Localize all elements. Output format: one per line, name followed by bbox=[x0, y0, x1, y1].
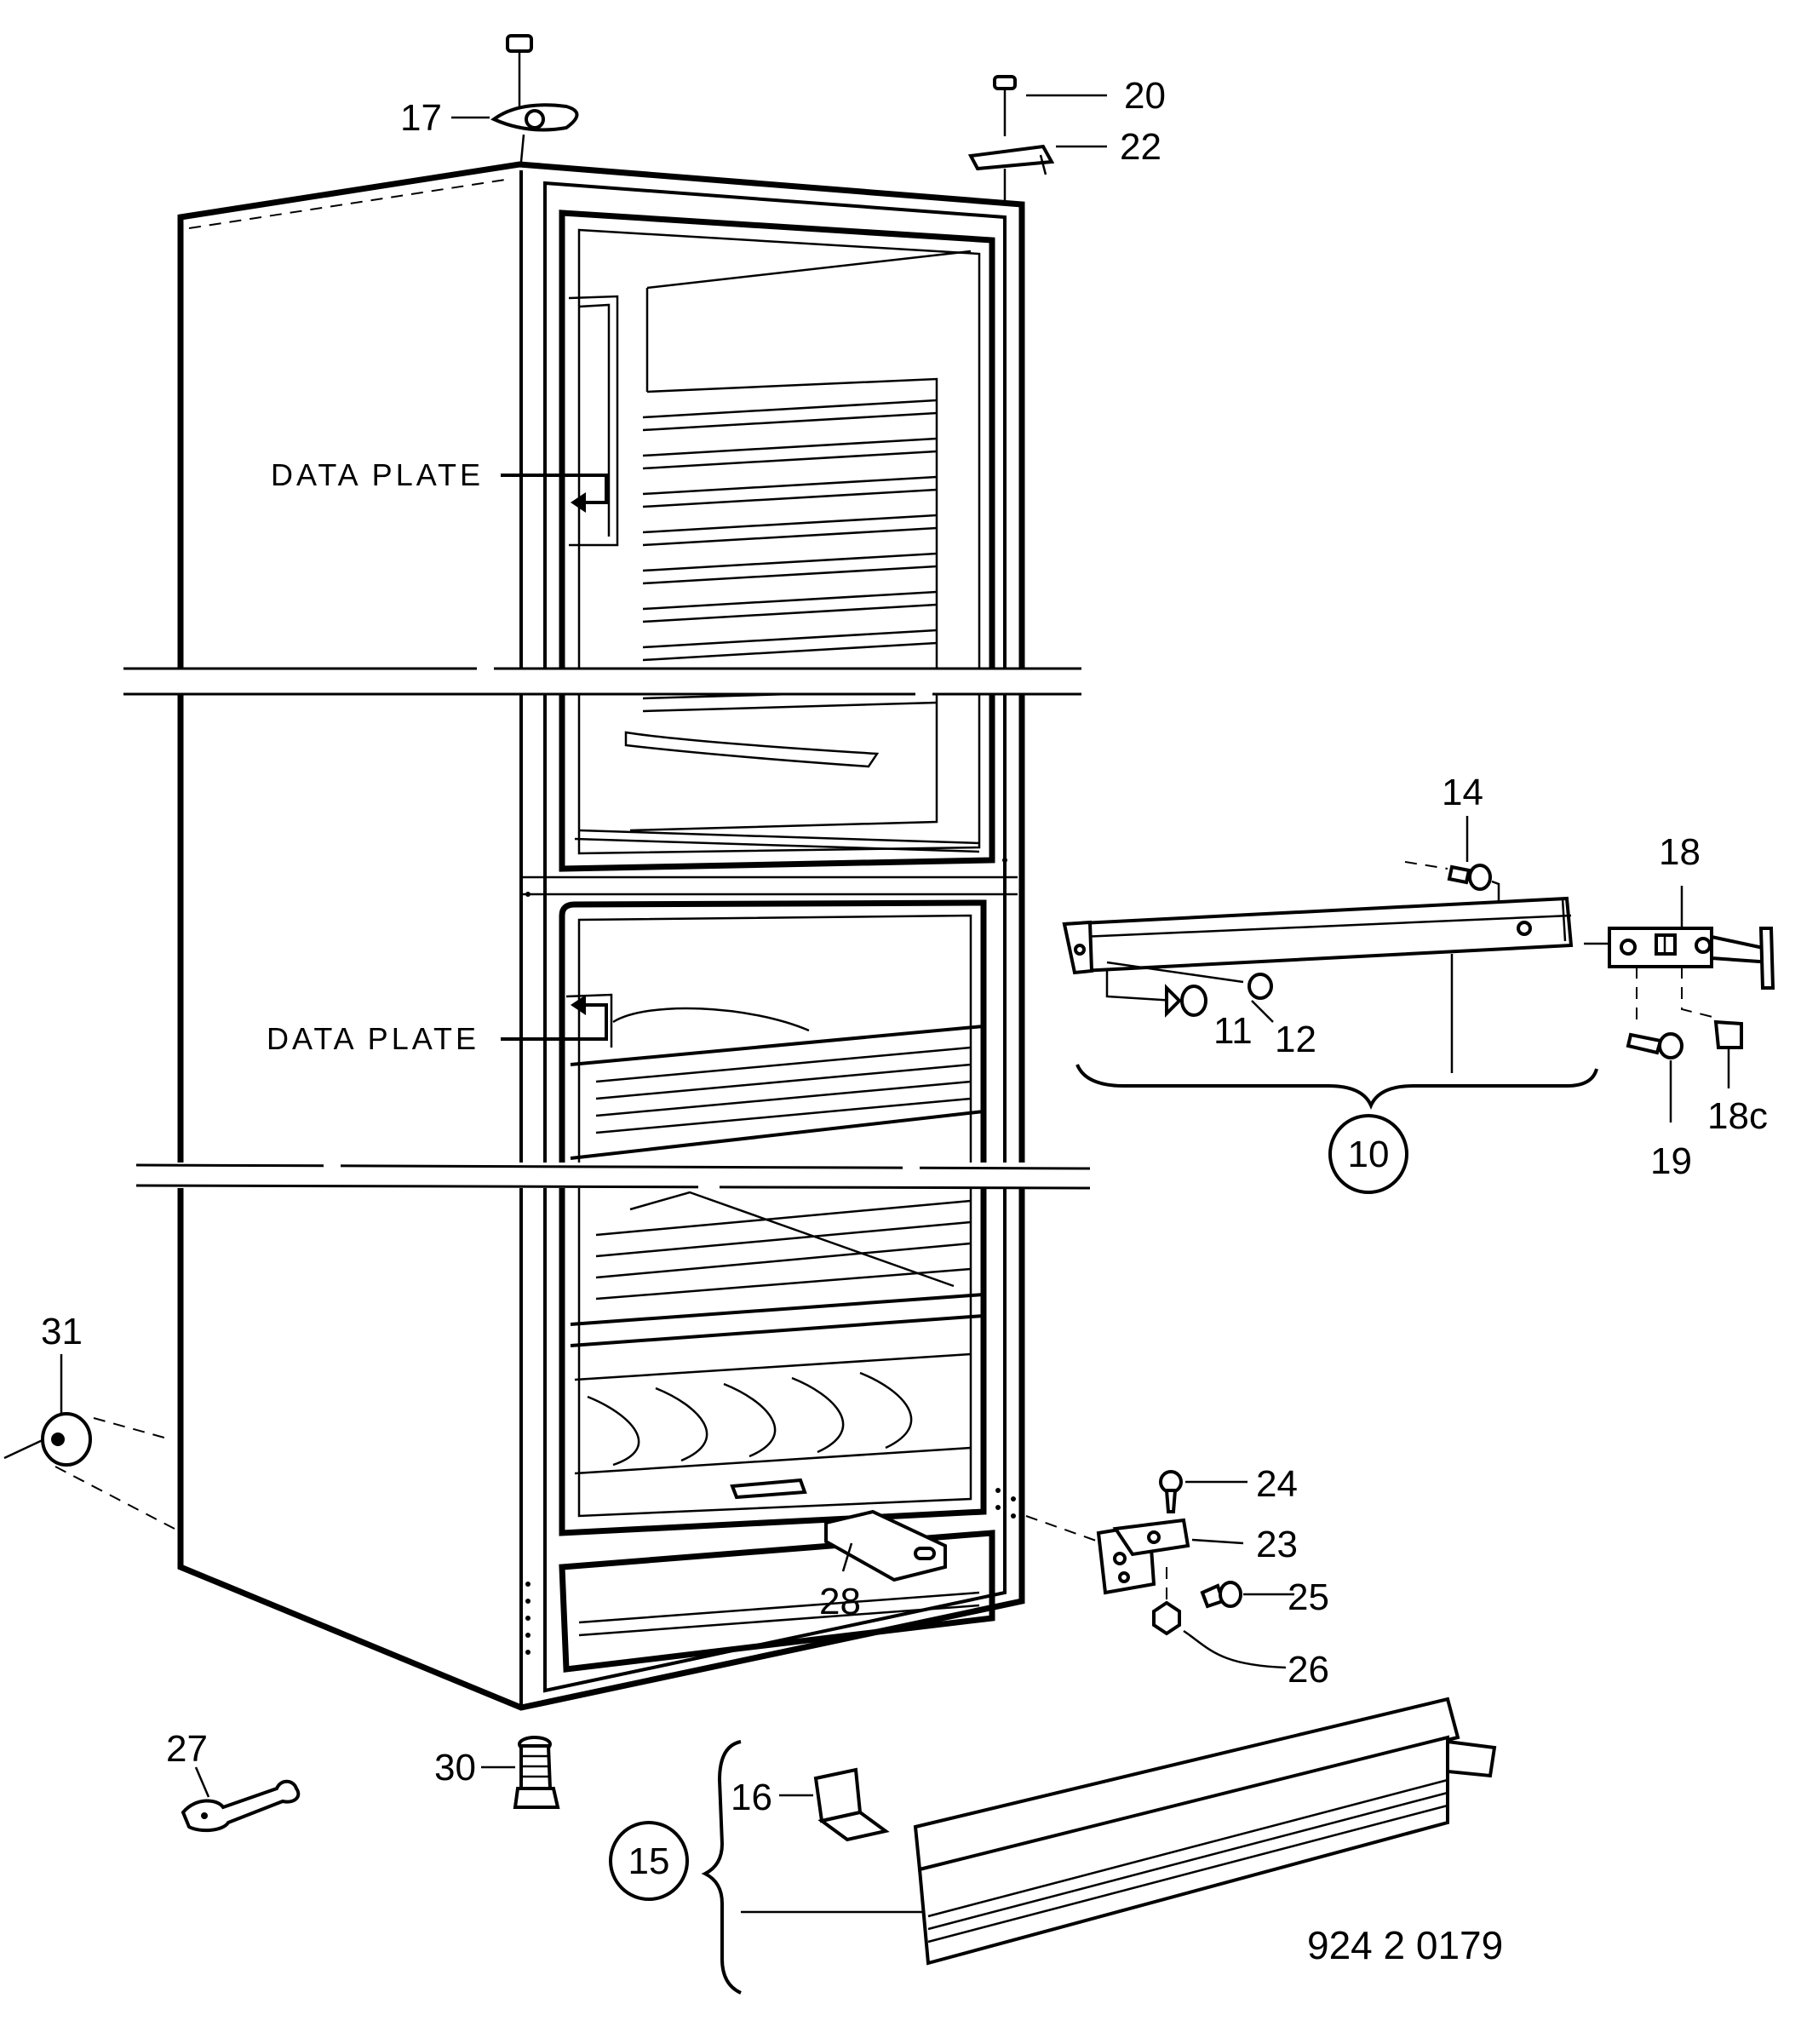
callout-16: 16 bbox=[731, 1777, 772, 1818]
callout-20: 20 bbox=[1124, 75, 1166, 117]
callout-26: 26 bbox=[1288, 1649, 1329, 1691]
callout-28: 28 bbox=[819, 1581, 861, 1622]
callout-15-circle bbox=[609, 1821, 689, 1901]
callout-27: 27 bbox=[166, 1728, 208, 1770]
callout-10-circle bbox=[1328, 1114, 1408, 1194]
part-22-hinge-bracket bbox=[967, 144, 1107, 204]
part-23-bottom-hinge bbox=[1025, 1515, 1244, 1595]
callout-19: 19 bbox=[1650, 1140, 1692, 1182]
break-lines bbox=[123, 666, 1091, 1190]
part-25-screw bbox=[1200, 1581, 1294, 1609]
part-31-roller bbox=[3, 1354, 175, 1530]
data-plate-arrows bbox=[501, 474, 608, 1041]
callout-25: 25 bbox=[1288, 1576, 1329, 1618]
callout-12: 12 bbox=[1275, 1019, 1316, 1060]
part-30-foot bbox=[481, 1736, 560, 1809]
callout-23: 23 bbox=[1256, 1524, 1298, 1565]
callout-17: 17 bbox=[400, 97, 442, 139]
part-20-screw bbox=[993, 75, 1107, 136]
data-plate-label-lower: DATA PLATE bbox=[267, 1021, 479, 1056]
callout-11: 11 bbox=[1213, 1010, 1253, 1052]
part-11-pin bbox=[1105, 971, 1207, 1018]
callout-31: 31 bbox=[41, 1311, 83, 1352]
callout-14: 14 bbox=[1442, 772, 1483, 813]
drawing-number: 924 2 0179 bbox=[1307, 1923, 1503, 1967]
part-10-door-bar-assembly bbox=[1062, 896, 1598, 1111]
part-19-screw bbox=[1626, 1032, 1683, 1122]
part-18c-clip bbox=[1713, 1019, 1743, 1088]
callout-18c: 18c bbox=[1707, 1095, 1768, 1137]
part-18-latch bbox=[1584, 886, 1775, 1022]
part-12-screw bbox=[1106, 961, 1274, 1023]
data-plate-label-upper: DATA PLATE bbox=[271, 457, 484, 492]
callout-10: 10 bbox=[1348, 1134, 1390, 1175]
part-28-bracket bbox=[730, 1478, 947, 1582]
part-16-clip bbox=[779, 1767, 890, 1842]
part-14-pin bbox=[1404, 816, 1500, 903]
cabinet bbox=[177, 161, 1025, 1711]
part-27-wrench bbox=[181, 1766, 301, 1833]
part-26-nut bbox=[1152, 1567, 1287, 1669]
lower-compartment bbox=[521, 858, 1018, 1673]
callout-18: 18 bbox=[1659, 831, 1701, 873]
callout-30: 30 bbox=[434, 1747, 476, 1788]
callout-15: 15 bbox=[628, 1840, 670, 1882]
part-17-top-hinge-plate bbox=[451, 34, 579, 163]
upper-compartment bbox=[559, 210, 995, 872]
part-15-toe-grille bbox=[701, 1697, 1497, 1995]
callout-22: 22 bbox=[1120, 126, 1161, 168]
callout-labels: 17 20 22 14 18 11 12 18c 19 10 31 24 23 … bbox=[41, 75, 1768, 1967]
part-24-screw bbox=[1159, 1470, 1248, 1513]
callout-24: 24 bbox=[1256, 1463, 1298, 1505]
